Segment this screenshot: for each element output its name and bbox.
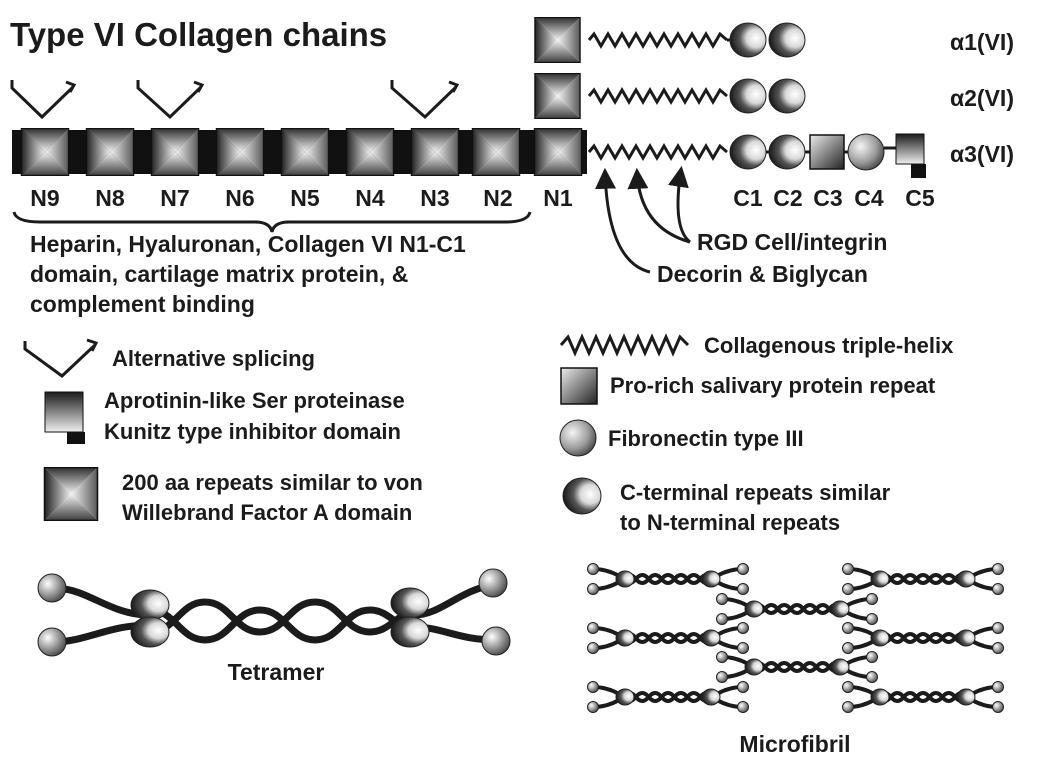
n4-domain [345, 128, 395, 176]
legend-vwa-line-2: Willebrand Factor A domain [122, 500, 412, 525]
alpha2-label: α2(VI) [950, 85, 1014, 111]
decorin-label: Decorin & Biglycan [657, 261, 868, 287]
n7-domain [150, 128, 200, 176]
n1-domain [533, 128, 583, 176]
microfibril-illustration [587, 563, 1004, 713]
n3-label: N3 [420, 185, 449, 211]
binding-text-line-3: complement binding [30, 291, 255, 317]
binding-text-line-1: Heparin, Hyaluronan, Collagen VI N1-C1 [30, 231, 466, 257]
legend-fibronectin-text: Fibronectin type III [608, 426, 804, 451]
alpha1-triple-helix [587, 31, 728, 49]
n9-domain [20, 128, 70, 176]
alpha1-chain [533, 17, 806, 63]
prorich-legend-icon [560, 367, 598, 405]
microfibril-tetramer [587, 563, 749, 595]
n6-domain [215, 128, 265, 176]
legend-helix-text: Collagenous triple-helix [704, 333, 954, 358]
alpha2-n1-domain [533, 73, 582, 119]
c-domain-labels: C1 C2 C3 C4 C5 [733, 185, 935, 211]
tetramer-end-sphere [478, 568, 508, 598]
n2-domain [471, 128, 521, 176]
c5-kunitz-domain [895, 133, 926, 178]
alpha2-triple-helix [587, 87, 728, 105]
legend-splicing-text: Alternative splicing [112, 346, 315, 371]
alpha3-label: α3(VI) [950, 141, 1014, 167]
n3-domain [410, 128, 460, 176]
alpha1-label: α1(VI) [950, 29, 1014, 55]
splicing-legend-icon [23, 341, 97, 378]
microfibril-label: Microfibril [739, 731, 850, 757]
c2-label: C2 [773, 185, 802, 211]
n2-label: N2 [483, 185, 512, 211]
legend-cterm-line-2: to N-terminal repeats [620, 510, 840, 535]
alpha3-c2-sphere [768, 134, 806, 170]
n5-label: N5 [290, 185, 320, 211]
microfibril-tetramer [587, 681, 749, 713]
c4-label: C4 [854, 185, 884, 211]
legend-cterm-line-1: C-terminal repeats similar [620, 480, 891, 505]
n-domain-labels: N9 N8 N7 N6 N5 N4 N3 N2 N1 [30, 185, 573, 211]
n5-domain [280, 128, 330, 176]
microfibril-tetramer [716, 593, 878, 625]
alpha1-c1-sphere [729, 22, 767, 58]
tetramer-end-sphere [37, 627, 67, 657]
alpha3-triple-helix [587, 143, 728, 161]
alpha1-c2-sphere [768, 22, 806, 58]
legend-kunitz-line-1: Aprotinin-like Ser proteinase [104, 388, 405, 413]
tetramer-knot-right [390, 587, 430, 619]
kunitz-legend-icon [44, 391, 85, 444]
c4-fibronectin-sphere [847, 133, 885, 171]
tetramer-end-sphere [37, 573, 67, 603]
alpha1-n1-domain [533, 17, 582, 63]
n9-label: N9 [30, 185, 59, 211]
c5-label: C5 [905, 185, 935, 211]
microfibril-tetramer [842, 681, 1004, 713]
tetramer-knot-left [130, 589, 170, 621]
cterm-legend-icon [562, 477, 602, 515]
n4-label: N4 [355, 185, 385, 211]
binding-arrows [595, 165, 692, 274]
rgd-label: RGD Cell/integrin [697, 229, 887, 255]
fibronectin-legend-icon [559, 419, 597, 457]
binding-text-line-2: domain, cartilage matrix protein, & [30, 261, 408, 287]
n1-label: N1 [543, 185, 573, 211]
helix-legend-icon [559, 333, 690, 357]
alternative-splicing-markers [10, 80, 460, 120]
alpha3-chain [12, 128, 926, 178]
alpha2-c2-sphere [768, 78, 806, 114]
c1-label: C1 [733, 185, 763, 211]
microfibril-tetramer [716, 651, 878, 683]
binding-brace [12, 211, 532, 233]
tetramer-illustration [37, 568, 511, 657]
legend-vwa-line-1: 200 aa repeats similar to von [122, 470, 423, 495]
microfibril-tetramer [842, 622, 1004, 654]
legend-kunitz-line-2: Kunitz type inhibitor domain [104, 419, 401, 444]
legend-prorich-text: Pro-rich salivary protein repeat [610, 373, 936, 398]
tetramer-end-sphere [481, 626, 511, 656]
n6-label: N6 [225, 185, 254, 211]
vwa-legend-icon [43, 467, 99, 521]
c3-prorich-square [809, 134, 845, 170]
alpha2-chain [533, 73, 806, 119]
alpha3-c1-sphere [729, 134, 767, 170]
n7-label: N7 [160, 185, 189, 211]
c3-label: C3 [813, 185, 842, 211]
n8-label: N8 [95, 185, 125, 211]
microfibril-tetramer [587, 622, 749, 654]
microfibril-tetramer [842, 563, 1004, 595]
diagram-title: Type VI Collagen chains [10, 16, 387, 53]
tetramer-label: Tetramer [228, 659, 325, 685]
n8-domain [85, 128, 135, 176]
alpha2-c1-sphere [729, 78, 767, 114]
